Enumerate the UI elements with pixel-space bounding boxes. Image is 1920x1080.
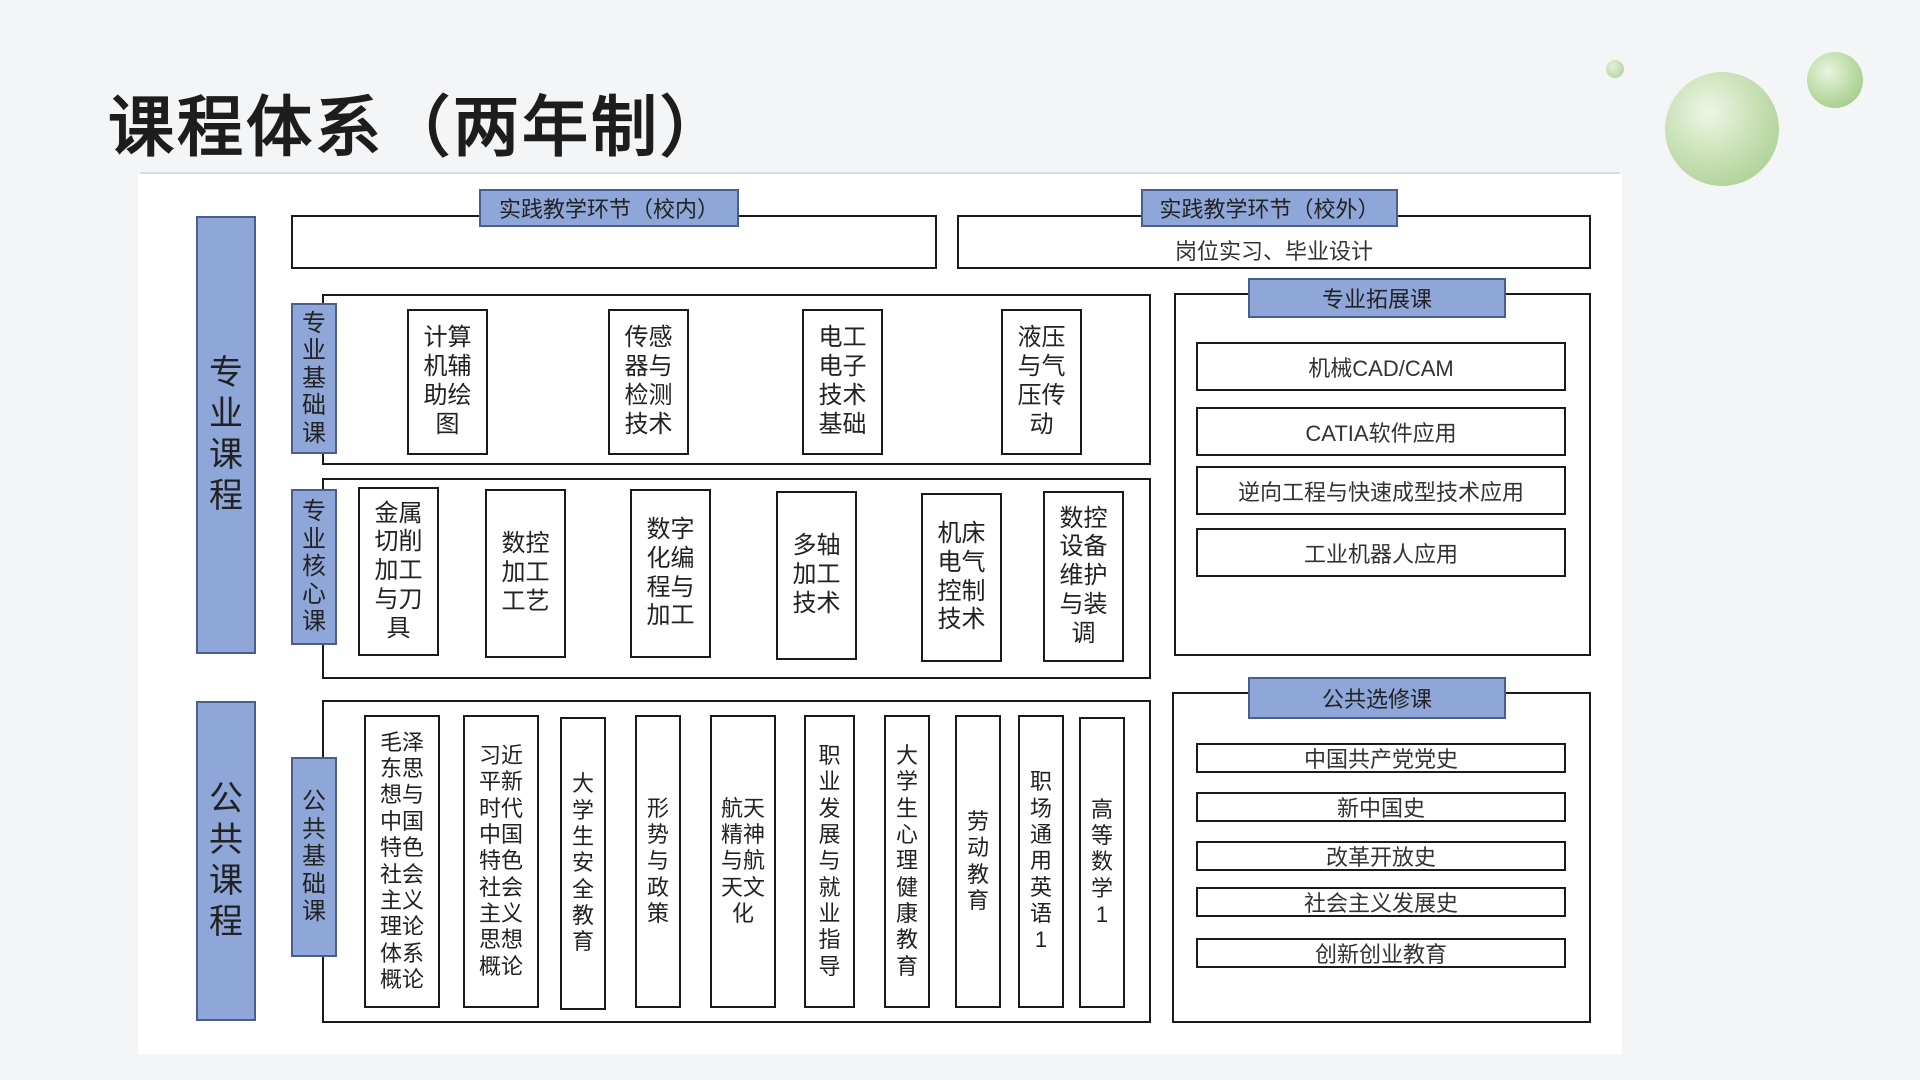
course-box: 数控加工工艺 — [485, 489, 566, 658]
decorative-circle-medium — [1807, 52, 1863, 108]
elective-item: 新中国史 — [1196, 792, 1566, 822]
decorative-circle-small — [1606, 60, 1624, 78]
category-professional: 专业课程 — [196, 216, 256, 654]
course-box: 航天精神与航天文化 — [710, 715, 776, 1008]
course-box: 劳动教育 — [955, 715, 1001, 1008]
practice-out-content: 岗位实习、毕业设计 — [1174, 239, 1373, 264]
core-courses-section — [322, 478, 1151, 679]
subcategory-basic: 专业基础课 — [291, 303, 337, 454]
electives-label: 公共选修课 — [1248, 677, 1506, 719]
course-box: 电工电子技术基础 — [802, 309, 883, 455]
elective-item: 中国共产党党史 — [1196, 743, 1566, 773]
course-box: 职场通用英语1 — [1018, 715, 1064, 1008]
elective-item: 改革开放史 — [1196, 841, 1566, 871]
course-box: 液压与气压传动 — [1001, 309, 1082, 455]
elective-item: 社会主义发展史 — [1196, 887, 1566, 917]
extension-item: 逆向工程与快速成型技术应用 — [1196, 466, 1566, 515]
course-box: 习近平新时代中国特色社会主义思想概论 — [463, 715, 539, 1008]
extension-item: CATIA软件应用 — [1196, 407, 1566, 456]
title-divider — [140, 172, 1620, 174]
course-box: 多轴加工技术 — [776, 491, 857, 660]
practice-in-label: 实践教学环节（校内） — [479, 189, 739, 227]
course-box: 形势与政策 — [635, 715, 681, 1008]
course-box: 金属切削加工与刀具 — [358, 487, 439, 656]
page-title: 课程体系（两年制） — [108, 89, 729, 166]
course-box: 毛泽东思想与中国特色社会主义理论体系概论 — [364, 715, 440, 1008]
course-box: 数控设备维护与装调 — [1043, 491, 1124, 662]
course-box: 大学生心理健康教育 — [884, 715, 930, 1008]
course-box: 高等数学1 — [1079, 717, 1125, 1008]
elective-item: 创新创业教育 — [1196, 938, 1566, 968]
course-box: 数字化编程与加工 — [630, 489, 711, 658]
subcategory-core: 专业核心课 — [291, 489, 337, 645]
course-box: 传感器与检测技术 — [608, 309, 689, 455]
extension-item: 机械CAD/CAM — [1196, 342, 1566, 391]
course-box: 大学生安全教育 — [560, 717, 606, 1010]
practice-out-label: 实践教学环节（校外） — [1141, 189, 1398, 227]
course-box: 计算机辅助绘图 — [407, 309, 488, 455]
subcategory-public-basic: 公共基础课 — [291, 757, 337, 957]
course-box: 机床电气控制技术 — [921, 493, 1002, 662]
course-box: 职业发展与就业指导 — [804, 715, 855, 1008]
extension-item: 工业机器人应用 — [1196, 528, 1566, 577]
decorative-circle-large — [1665, 72, 1779, 186]
extension-label: 专业拓展课 — [1248, 278, 1506, 318]
category-public: 公共课程 — [196, 701, 256, 1021]
